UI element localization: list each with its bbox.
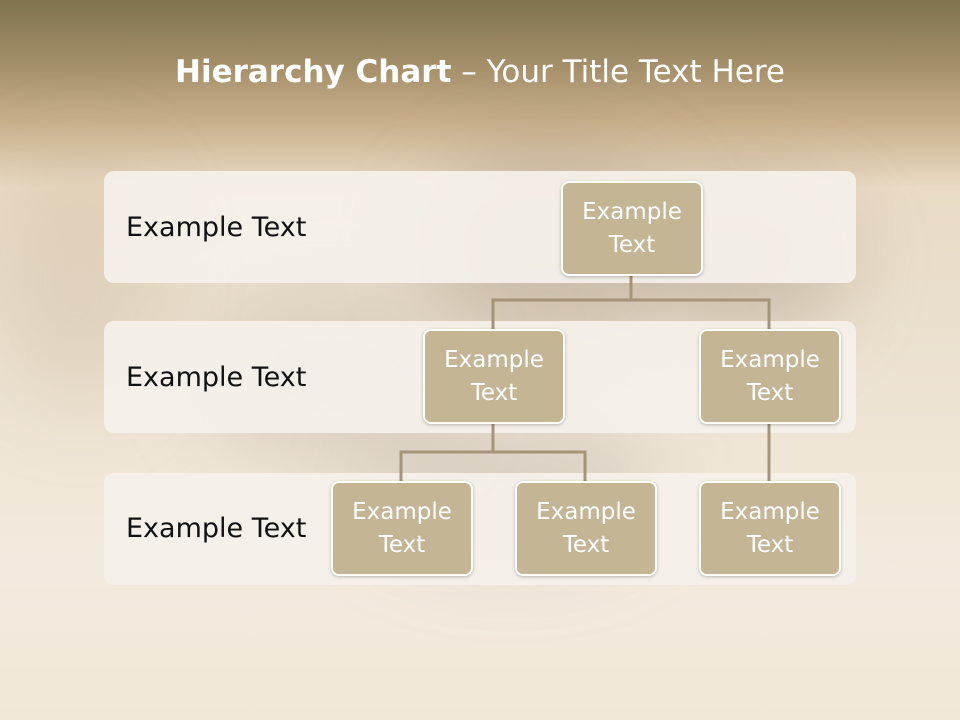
node-level2-right[interactable]: Example Text	[699, 329, 841, 424]
node-root[interactable]: Example Text	[561, 181, 703, 276]
node-root-label: Example Text	[582, 198, 682, 258]
row-band-1	[104, 171, 856, 283]
title-bold: Hierarchy Chart	[175, 54, 452, 90]
node-level2-right-label: Example Text	[720, 346, 820, 406]
node-level3-middle[interactable]: Example Text	[515, 481, 657, 576]
title-rest: – Your Title Text Here	[451, 54, 785, 90]
slide-title: Hierarchy Chart – Your Title Text Here	[0, 54, 960, 90]
node-level3-left-label: Example Text	[352, 498, 452, 558]
node-level2-left-label: Example Text	[444, 346, 544, 406]
node-level2-left[interactable]: Example Text	[423, 329, 565, 424]
row-label-2: Example Text	[126, 362, 307, 393]
row-label-3: Example Text	[126, 513, 307, 544]
node-level3-right-label: Example Text	[720, 498, 820, 558]
node-level3-middle-label: Example Text	[536, 498, 636, 558]
node-level3-left[interactable]: Example Text	[331, 481, 473, 576]
row-label-1: Example Text	[126, 212, 307, 243]
node-level3-right[interactable]: Example Text	[699, 481, 841, 576]
